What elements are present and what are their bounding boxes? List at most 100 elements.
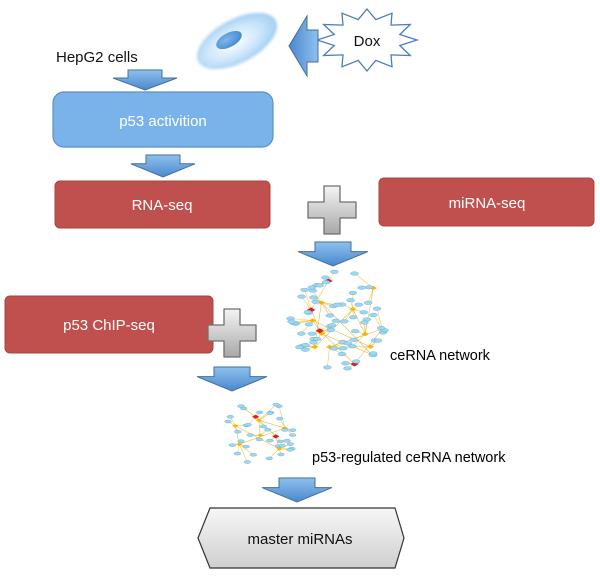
network-node-mrna [349, 337, 358, 342]
arrow-chip-to-regulated [196, 366, 268, 392]
network-node-mrna [369, 351, 378, 356]
network-node-mrna [337, 352, 347, 357]
network-node-mirna [232, 424, 239, 428]
network-node-mrna [297, 331, 306, 336]
network-node-mrna [277, 452, 285, 457]
network-edge [352, 333, 366, 347]
network-node-mrna [326, 328, 336, 333]
dox-star-icon: Dox [314, 7, 420, 73]
network-node-mrna [286, 448, 294, 452]
mirna-seq-label: miRNA-seq [449, 195, 526, 212]
network-node-mrna [321, 275, 330, 280]
network-node-mrna [272, 402, 280, 407]
regulated-network-label: p53-regulated ceRNA network [312, 450, 506, 466]
network-node-mrna [364, 300, 373, 305]
network-node-mirna [308, 318, 317, 323]
network-node-mrna [329, 346, 339, 351]
arrow-activation-to-rnaseq [130, 154, 196, 178]
regulated-network-graphic [224, 402, 297, 464]
network-node-mrna [340, 319, 349, 324]
network-node-mrna [276, 439, 285, 444]
network-node-mrna [297, 294, 306, 299]
network-edge [312, 320, 371, 348]
network-node-mrna [312, 337, 322, 342]
flow-arrows [112, 69, 369, 503]
network-node-mrna [242, 444, 250, 449]
network-edge [327, 346, 330, 368]
network-node-mrna [357, 285, 366, 290]
network-node-mrna [364, 285, 374, 290]
network-node-mirna [311, 344, 319, 350]
network-node-mrna [289, 433, 297, 437]
network-node-mrna [281, 428, 289, 432]
network-edge [304, 289, 312, 310]
cell-label: HepG2 cells [56, 49, 138, 66]
rna-seq-label: RNA-seq [132, 197, 193, 214]
cell-icon [196, 12, 278, 70]
network-node-mrna [300, 287, 309, 292]
network-node-mrna [372, 306, 382, 311]
network-edge [376, 308, 383, 330]
network-edge [268, 448, 280, 459]
network-edge [367, 287, 374, 303]
network-node-mirna-red [315, 328, 325, 334]
network-node-mrna [301, 347, 310, 352]
network-node-mrna [343, 341, 353, 346]
network-node-mrna [325, 313, 334, 318]
arrow-cell-to-activation [112, 69, 178, 91]
activation-box: p53 activition [52, 91, 274, 148]
network-node-mrna [341, 361, 350, 366]
network-node-mrna [233, 451, 242, 456]
network-edge [321, 302, 373, 355]
network-node-mrna [228, 443, 237, 447]
plus-icon-1 [307, 185, 357, 235]
network-node-mrna [376, 326, 386, 331]
network-edge [301, 296, 312, 311]
network-edge [258, 420, 261, 436]
network-node-mirna [369, 285, 377, 291]
network-node-mrna [307, 331, 317, 336]
network-node-mrna [264, 428, 272, 432]
network-node-mirna [236, 442, 243, 447]
network-node-mrna [266, 411, 274, 415]
network-node-mrna [246, 433, 254, 437]
network-node-mrna [369, 313, 378, 318]
cerna-network-label: ceRNA network [390, 348, 491, 364]
network-node-mrna [301, 343, 310, 348]
network-edge [352, 309, 366, 335]
network-node-mirna-red [252, 414, 260, 419]
network-node-mirna [276, 447, 283, 451]
network-node-mrna [237, 404, 245, 408]
network-edge [364, 287, 374, 335]
network-node-mrna [265, 456, 273, 461]
network-node-mrna [351, 329, 360, 334]
network-node-mirna-red [272, 434, 280, 439]
arrow-regulated-to-master [261, 477, 333, 503]
master-mirnas-label: master miRNAs [247, 531, 352, 548]
network-node-mrna [255, 437, 263, 442]
network-node-mrna [349, 315, 358, 320]
network-node-mrna [339, 346, 348, 351]
network-node-mrna [309, 295, 318, 300]
network-node-mrna [321, 280, 331, 285]
network-edge [344, 309, 354, 322]
chip-seq-label: p53 ChIP-seq [63, 317, 155, 334]
network-node-mirna-red [306, 307, 316, 313]
network-node-mrna [359, 310, 368, 315]
network-node-mrna [309, 340, 318, 345]
network-node-mrna [287, 319, 296, 324]
network-node-mrna [360, 320, 369, 325]
network-edge [321, 302, 331, 316]
network-node-mrna [303, 310, 312, 315]
network-node-mrna [351, 359, 361, 364]
network-node-mrna [278, 444, 286, 448]
network-edge [239, 443, 254, 456]
network-edge [258, 420, 285, 429]
network-node-mrna [354, 302, 363, 307]
network-node-mrna [348, 344, 357, 349]
network-node-mrna [311, 299, 320, 304]
network-node-mirna [317, 300, 325, 305]
master-mirnas-hexagon: master miRNAs [197, 507, 405, 569]
